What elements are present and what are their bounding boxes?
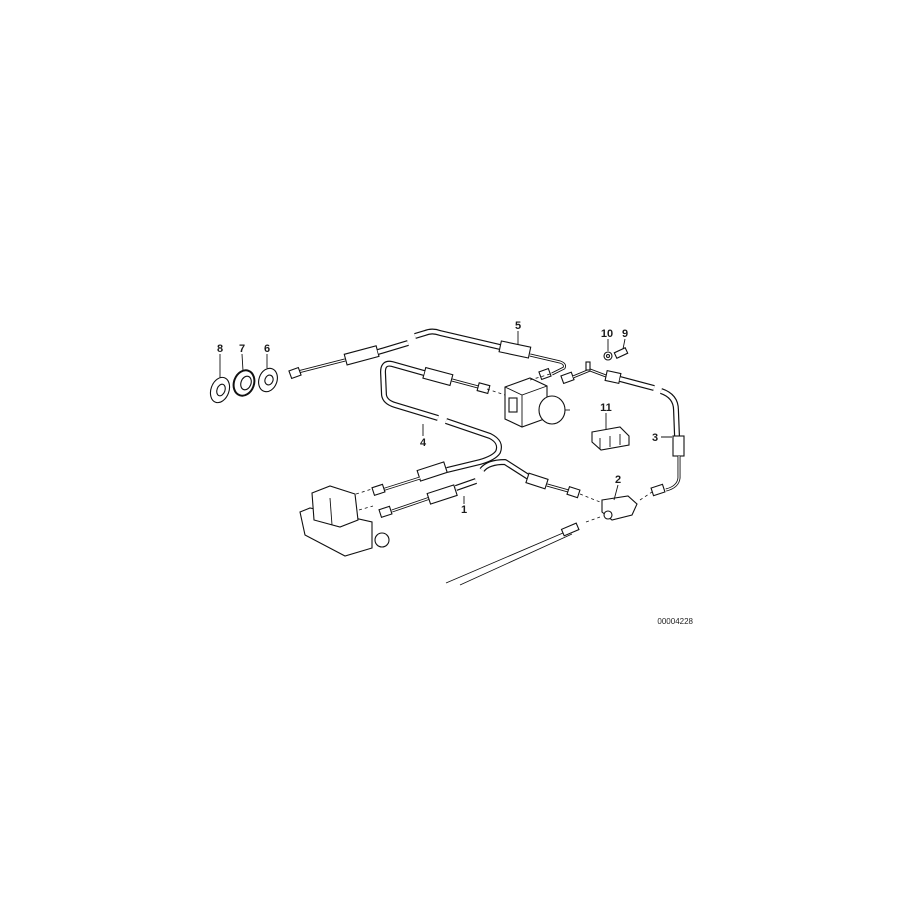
valve-unit	[504, 377, 570, 428]
label-4: 4	[420, 437, 427, 449]
label-3: 3	[652, 432, 658, 444]
label-11: 11	[600, 402, 612, 414]
label-10: 10	[601, 328, 613, 340]
leader-lines	[219, 331, 672, 504]
label-1: 1	[461, 504, 467, 516]
label-6: 6	[264, 343, 270, 355]
part-1-line[interactable]	[378, 459, 581, 519]
part-3-line[interactable]	[560, 361, 685, 497]
part-7-grommet[interactable]	[230, 367, 258, 398]
assembly-dashes	[355, 373, 653, 523]
catalog-number: 00004228	[657, 617, 693, 626]
pump-block	[299, 485, 390, 557]
brake-line	[445, 522, 580, 586]
part-11-clip[interactable]	[591, 426, 630, 451]
part-9-bolt[interactable]	[613, 347, 629, 359]
label-5: 5	[515, 320, 521, 332]
label-7: 7	[239, 343, 245, 355]
part-2-tee[interactable]	[601, 495, 638, 521]
label-8: 8	[217, 343, 223, 355]
part-4-line[interactable]	[371, 360, 502, 497]
part-5-line[interactable]	[288, 328, 566, 381]
part-6-washer[interactable]	[255, 366, 280, 395]
label-2: 2	[615, 474, 621, 486]
part-10-nut[interactable]	[603, 351, 613, 361]
part-8-washer[interactable]	[207, 375, 233, 406]
label-9: 9	[622, 328, 628, 340]
